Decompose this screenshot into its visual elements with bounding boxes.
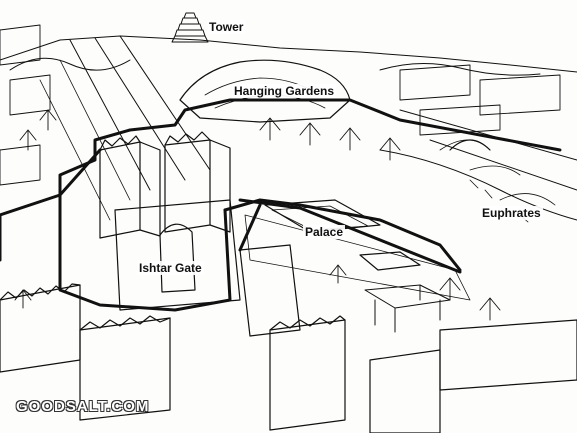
ishtar-gate-label: Ishtar Gate (137, 261, 204, 275)
ishtar-gate-structure (99, 131, 241, 311)
palace-compound (244, 199, 471, 301)
palace-label: Palace (303, 225, 346, 239)
bridge-arch (449, 139, 491, 151)
horizon-line (0, 35, 577, 73)
euphrates-label: Euphrates (480, 206, 543, 220)
processional-way (69, 35, 211, 191)
pavilion (364, 284, 451, 333)
watermark-logo: GOODSALT.COM (16, 398, 150, 415)
euphrates-bank (379, 109, 577, 221)
hanging-gardens-mound (179, 59, 351, 123)
left-buildings (0, 24, 51, 186)
tower-label: Tower (207, 20, 246, 34)
outer-wall-outline (0, 98, 562, 272)
hanging-gardens-label: Hanging Gardens (232, 84, 337, 98)
tower-ziggurat (171, 12, 209, 43)
foreground-towers (0, 244, 577, 433)
right-buildings (399, 64, 561, 136)
